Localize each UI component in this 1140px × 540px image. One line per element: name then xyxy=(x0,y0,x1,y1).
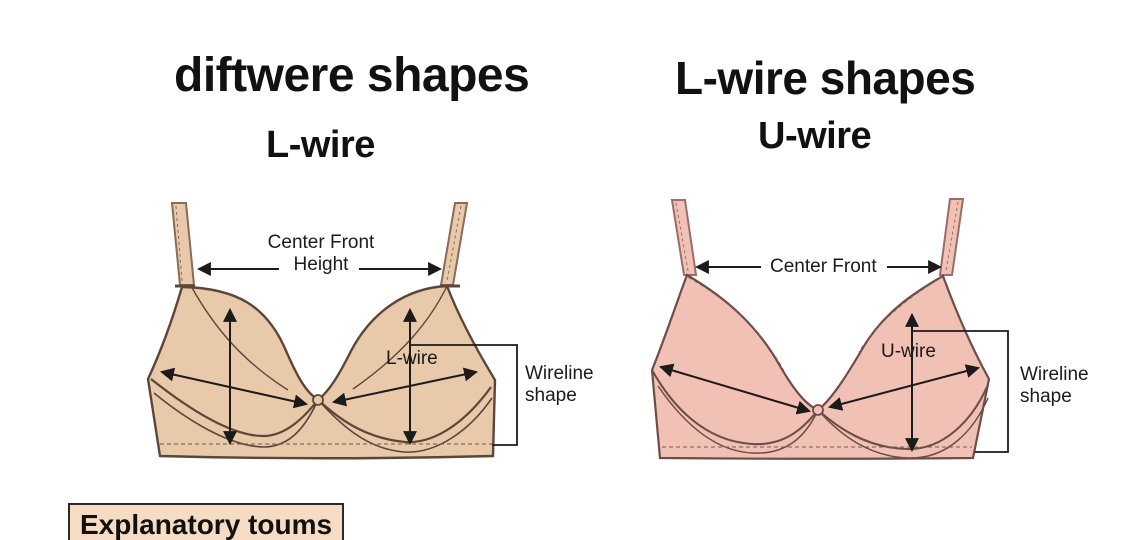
right-bra xyxy=(650,198,1009,460)
left-bra-strap-left xyxy=(170,202,196,286)
right-bra-body xyxy=(650,273,991,460)
right-center-front-label: Center Front xyxy=(770,256,877,277)
left-center-front-label: Center Front Height xyxy=(267,232,375,275)
left-subtitle: L-wire xyxy=(266,124,375,166)
right-bra-strap-right xyxy=(938,198,965,276)
left-title: diftwere shapes xyxy=(174,49,530,102)
right-bra-strap-left xyxy=(670,199,698,276)
explanatory-label-box: Explanatory toums xyxy=(68,503,344,540)
right-subtitle: U-wire xyxy=(758,115,872,157)
right-wire-label: U-wire xyxy=(881,341,936,362)
left-bra xyxy=(146,202,518,460)
left-wireline-shape-label: Wireline shape xyxy=(525,363,594,406)
right-title: L-wire shapes xyxy=(675,52,976,104)
left-wire-label: L-wire xyxy=(386,348,438,369)
right-wireline-shape-label: Wireline shape xyxy=(1020,364,1089,407)
